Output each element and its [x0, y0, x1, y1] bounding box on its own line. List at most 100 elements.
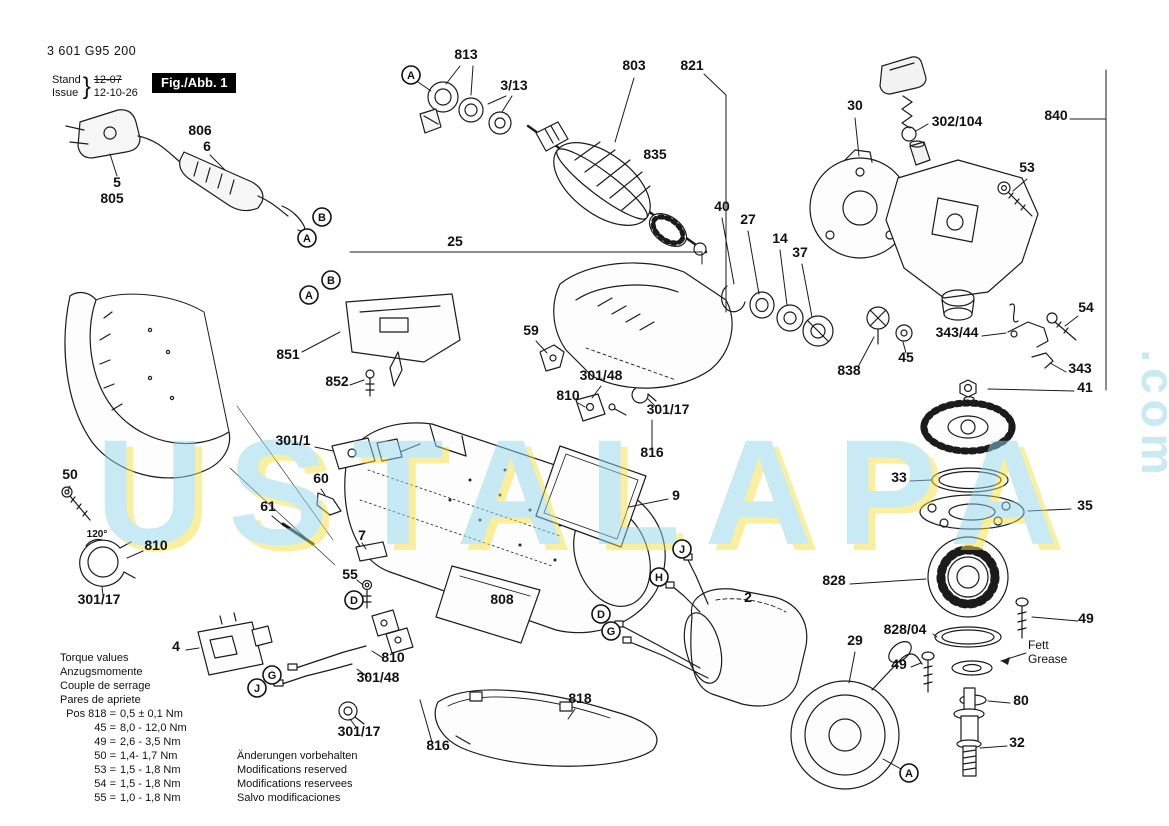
torque-title-line: Anzugsmomente [60, 666, 143, 678]
part-label-2: 2 [744, 589, 752, 605]
part-label-818: 818 [568, 690, 592, 706]
svg-text:H: H [655, 572, 663, 584]
part-label-33: 33 [891, 469, 907, 485]
part-label-27: 27 [740, 211, 756, 227]
torque-value: 1,5 - 1,8 Nm [120, 764, 181, 776]
stand-value: 12-07 [93, 74, 122, 86]
part-label-30: 30 [847, 97, 863, 113]
svg-text:G: G [268, 670, 277, 682]
nut-41 [959, 379, 977, 398]
part-label-851: 851 [276, 346, 300, 362]
torque-row: 53 =1,5 - 1,8 Nm [60, 763, 187, 777]
part-label-9: 9 [672, 487, 680, 503]
gear-housing-840 [885, 159, 1039, 321]
clip-343 [1031, 352, 1054, 369]
part-label-835: 835 [643, 146, 667, 162]
issue-block: Stand Issue } 12-07 12-10-26 [52, 74, 138, 100]
torque-pos: 50 = [94, 750, 116, 762]
washer-stack [721, 285, 834, 347]
part-label-803: 803 [622, 57, 646, 73]
part-label-4: 4 [172, 638, 180, 654]
part-label-Fett: Fett [1028, 638, 1049, 652]
torque-value: 2,6 - 3,5 Nm [120, 736, 181, 748]
callout-letter-D: D [591, 604, 611, 624]
part-label-301-48: 301/48 [357, 669, 400, 685]
torque-row: Pos 818 = 0,5 ± 0,1 Nm [60, 707, 187, 721]
torque-value: 8,0 - 12,0 Nm [120, 722, 187, 734]
field-housing-cover [553, 262, 733, 389]
clamp-spring-810 [79, 538, 136, 587]
part-label-40: 40 [714, 198, 730, 214]
brush-holder-bottom [371, 609, 414, 654]
torque-row: 50 = 1,4- 1,7 Nm [60, 749, 187, 763]
part-label-25: 25 [447, 233, 463, 249]
callout-letter-J: J [247, 678, 267, 698]
bearing-set-813 [419, 81, 512, 135]
part-label-808: 808 [490, 591, 514, 607]
torque-row: 49 =2,6 - 3,5 Nm [60, 735, 187, 749]
svg-text:G: G [607, 626, 616, 638]
torque-row: 45 = 8,0 - 12,0 Nm [60, 721, 187, 735]
o-ring-33 [931, 467, 1009, 493]
torque-value: 1,4- 1,7 Nm [120, 750, 178, 762]
o-ring-828-04 [934, 626, 1002, 648]
plate-808 [435, 565, 541, 644]
motor-housing-29 [790, 641, 923, 790]
callout-letter-H: H [649, 567, 669, 587]
part-label-301-17: 301/17 [338, 723, 381, 739]
callout-letter-D: D [344, 590, 364, 610]
screw-852 [365, 369, 375, 397]
part-label-54: 54 [1078, 299, 1094, 315]
watermark-suffix: .com [1132, 349, 1169, 480]
callout-letter-A: A [299, 285, 319, 305]
part-label-29: 29 [847, 632, 863, 648]
torque-value: 1,0 - 1,8 Nm [120, 792, 181, 804]
torque-pos: 45 = [94, 722, 116, 734]
spindle-32 [953, 687, 985, 777]
note-line: Salvo modificaciones [237, 792, 341, 804]
part-label-37: 37 [792, 244, 808, 260]
screw-55 [361, 579, 373, 609]
torque-value: 0,5 ± 0,1 Nm [120, 708, 183, 720]
svg-text:D: D [597, 609, 605, 621]
part-label-816: 816 [640, 444, 664, 460]
part-label-45: 45 [898, 349, 914, 365]
torque-pos: Pos 818 = [66, 708, 116, 720]
plate-7 [355, 541, 388, 562]
part-label-41: 41 [1077, 379, 1093, 395]
svg-text:J: J [679, 544, 685, 556]
callout-letter-J: J [672, 539, 692, 559]
torque-row: 54 =1,5 - 1,8 Nm [60, 777, 187, 791]
torque-row: 55 =1,0 - 1,8 Nm [60, 791, 187, 805]
part-label-120-: 120° [87, 529, 108, 540]
torque-pos: 54 = [94, 778, 116, 790]
svg-text:B: B [318, 212, 326, 224]
svg-text:B: B [327, 275, 335, 287]
part-label-810: 810 [144, 537, 168, 553]
part-label-343-44: 343/44 [936, 324, 979, 340]
callout-letter-G: G [262, 665, 282, 685]
part-label-301-1: 301/1 [275, 432, 310, 448]
torque-title-line: Torque values [60, 652, 129, 664]
part-label-59: 59 [523, 322, 539, 338]
note-line: Modifications reserved [237, 764, 348, 776]
handle-cover-818 [434, 689, 658, 767]
svg-text:A: A [303, 233, 311, 245]
part-label-821: 821 [680, 57, 704, 73]
part-label-32: 32 [1009, 734, 1025, 750]
part-label-55: 55 [342, 566, 358, 582]
part-label-806: 806 [188, 122, 212, 138]
part-label-840: 840 [1044, 107, 1068, 123]
pin-61 [281, 522, 315, 546]
part-label-14: 14 [772, 230, 788, 246]
torque-title-line: Couple de serrage [60, 680, 151, 692]
part-label-805: 805 [100, 190, 124, 206]
part-label-301-17: 301/17 [78, 591, 121, 607]
screw-53 [997, 181, 1033, 217]
wire-leads-bottom [273, 645, 367, 687]
brush-holder-center [575, 387, 657, 422]
issue-label: Issue [52, 87, 79, 99]
